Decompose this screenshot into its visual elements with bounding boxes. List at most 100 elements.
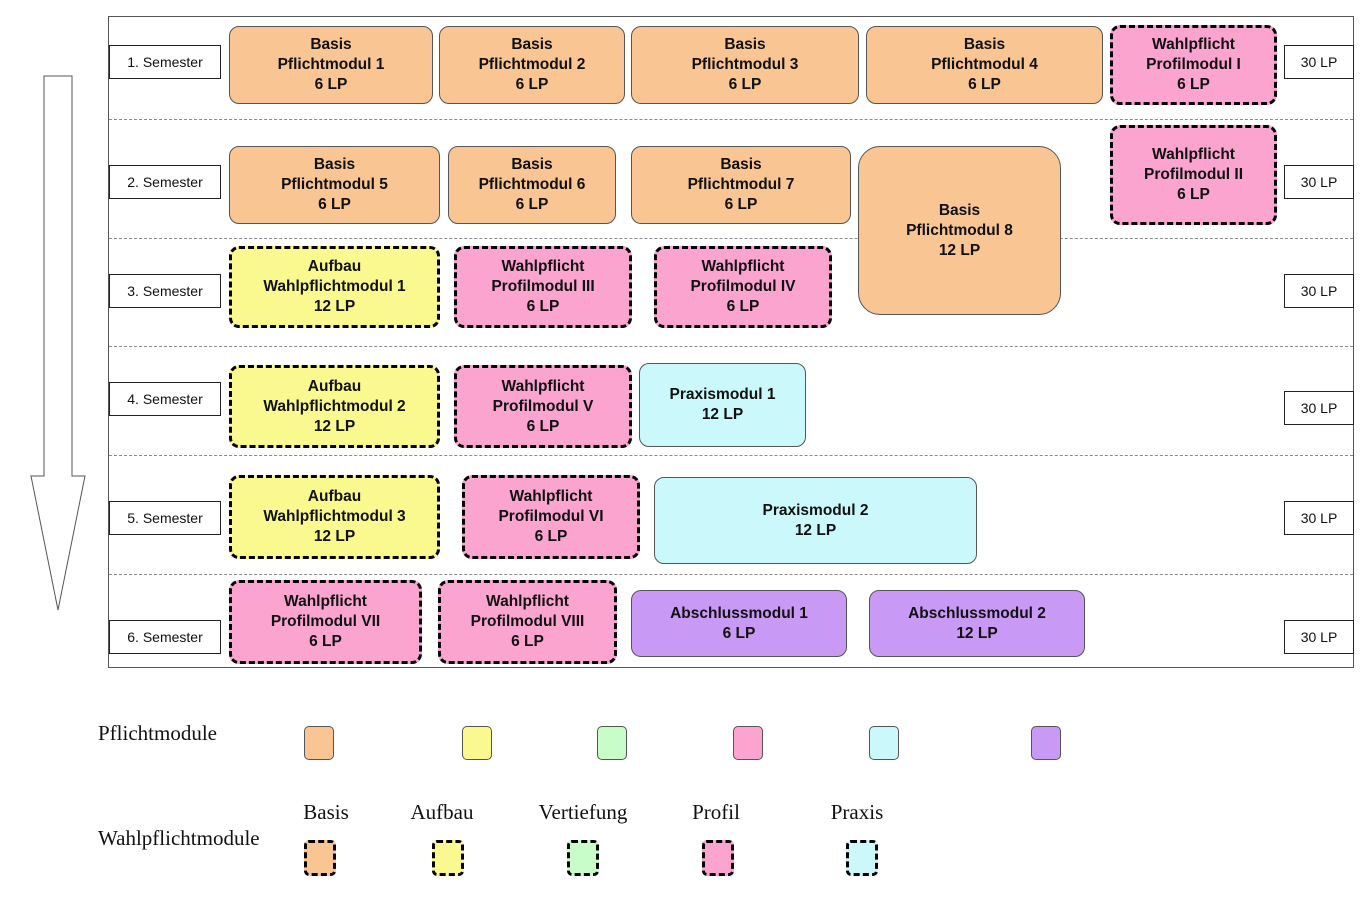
module-text-line: Profilmodul I xyxy=(1146,56,1241,73)
module-text-line: 6 LP xyxy=(726,298,760,315)
module-text-line: Basis xyxy=(511,156,553,173)
module-text-line: 12 LP xyxy=(938,241,981,259)
legend-swatch-wahl-vertiefung xyxy=(567,840,599,876)
module-text-line: 6 LP xyxy=(511,633,544,650)
module-text-line: Wahlpflicht xyxy=(701,258,785,275)
module-text-line: Basis xyxy=(963,36,1006,53)
module-text-line: Basis xyxy=(720,156,762,173)
module-text-line: Praxismodul 2 xyxy=(762,501,869,519)
legend-category-praxis: Praxis xyxy=(830,800,884,824)
module-text-line: Profilmodul IV xyxy=(690,278,796,295)
row-divider xyxy=(109,238,1353,239)
module-text-line: Wahlpflicht xyxy=(501,258,585,275)
module-text-line: Pflichtmodul 2 xyxy=(478,56,586,73)
module-text-line: Aufbau xyxy=(307,377,362,395)
module-text-line: Pflichtmodul 6 xyxy=(478,176,586,193)
module-praxismodul-2: Praxismodul 2 12 LP xyxy=(654,477,977,564)
semester-credits-1: 30 LP xyxy=(1284,45,1354,79)
module-text-line: 6 LP xyxy=(1177,76,1210,93)
legend-swatch-pflicht-aufbau xyxy=(462,726,492,760)
legend-category-vertiefung: Vertiefung xyxy=(538,800,628,824)
module-text-line: Basis xyxy=(724,36,766,53)
semester-label-2: 2. Semester xyxy=(109,165,221,199)
module-text-line: Profilmodul VII xyxy=(270,613,381,630)
semester-credits-5: 30 LP xyxy=(1284,501,1354,535)
module-text-line: Basis xyxy=(511,36,553,53)
legend-pflichtmodule-title: Pflichtmodule xyxy=(98,721,217,745)
legend-category-basis: Basis xyxy=(303,800,349,824)
module-text-line: 12 LP xyxy=(313,417,356,435)
module-text-line: Wahlpflichtmodul 3 xyxy=(263,508,406,525)
module-text-line: Pflichtmodul 7 xyxy=(687,176,795,193)
module-text-line: Wahlpflicht xyxy=(1152,36,1235,53)
timeline-down-arrow-icon xyxy=(30,75,86,611)
module-text-line: Wahlpflicht xyxy=(501,377,585,395)
semester-label-6: 6. Semester xyxy=(109,620,221,654)
semester-credits-4: 30 LP xyxy=(1284,391,1354,425)
module-text-line: Abschlussmodul 1 xyxy=(670,604,808,622)
module-praxismodul-1: Praxismodul 1 12 LP xyxy=(639,363,806,447)
semester-plan-frame xyxy=(108,16,1354,668)
legend-category-profil: Profil xyxy=(692,800,740,824)
legend-swatch-wahl-aufbau xyxy=(432,840,464,876)
module-text-line: 6 LP xyxy=(728,76,762,93)
row-divider xyxy=(109,119,1353,120)
module-text-line: Aufbau xyxy=(307,488,362,505)
legend-swatch-pflicht-abschluss xyxy=(1031,726,1061,760)
legend-swatch-pflicht-praxis xyxy=(869,726,899,760)
module-text-line: 6 LP xyxy=(515,196,549,213)
module-text-line: 12 LP xyxy=(794,521,837,539)
module-text-line: Wahlpflicht xyxy=(1152,146,1235,163)
module-text-line: Wahlpflicht xyxy=(284,593,367,610)
legend-category-aufbau: Aufbau xyxy=(410,800,474,824)
module-text-line: 6 LP xyxy=(309,633,342,650)
module-text-line: Aufbau xyxy=(307,258,362,275)
module-text-line: 12 LP xyxy=(956,624,998,642)
module-text-line: 12 LP xyxy=(313,528,356,545)
module-text-line: Profilmodul III xyxy=(491,278,595,295)
module-text-line: Pflichtmodul 1 xyxy=(277,56,385,73)
legend-swatch-wahl-profil xyxy=(702,840,734,876)
module-text-line: Wahlpflicht xyxy=(509,488,593,505)
semester-label-4: 4. Semester xyxy=(109,382,221,416)
legend-swatch-pflicht-vertiefung xyxy=(597,726,627,760)
module-text-line: 6 LP xyxy=(526,417,560,435)
legend-swatch-pflicht-profil xyxy=(733,726,763,760)
module-text-line: 6 LP xyxy=(318,196,351,213)
semester-credits-2: 30 LP xyxy=(1284,165,1354,199)
module-text-line: Basis xyxy=(310,36,352,53)
module-text-line: 12 LP xyxy=(701,406,744,423)
row-divider xyxy=(109,574,1353,575)
module-text-line: Profilmodul V xyxy=(492,397,594,415)
legend-swatch-wahl-praxis xyxy=(846,840,878,876)
module-text-line: Pflichtmodul 8 xyxy=(906,221,1013,239)
module-text-line: Wahlpflichtmodul 1 xyxy=(263,278,406,295)
module-text-line: Profilmodul VI xyxy=(498,508,604,525)
module-text-line: 6 LP xyxy=(314,76,348,93)
module-text-line: Praxismodul 1 xyxy=(669,386,776,403)
module-text-line: Pflichtmodul 5 xyxy=(281,176,388,193)
module-text-line: 6 LP xyxy=(722,624,756,642)
module-text-line: Wahlpflichtmodul 2 xyxy=(263,397,406,415)
semester-credits-6: 30 LP xyxy=(1284,620,1354,654)
module-text-line: Profilmodul II xyxy=(1143,166,1244,183)
module-text-line: 6 LP xyxy=(724,196,758,213)
legend-wahlpflichtmodule-title: Wahlpflichtmodule xyxy=(98,826,260,850)
module-text-line: 6 LP xyxy=(1177,186,1210,203)
module-text-line: Pflichtmodul 3 xyxy=(691,56,799,73)
